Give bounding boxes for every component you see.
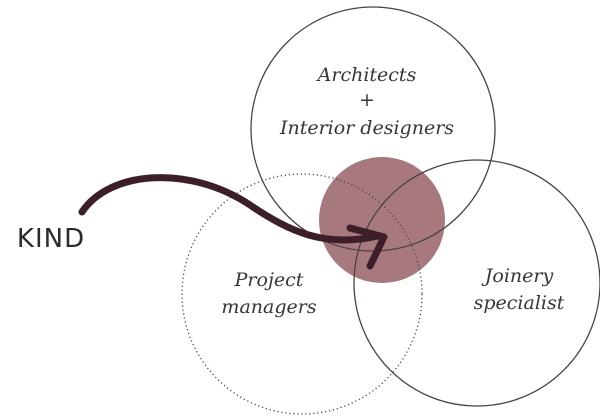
- kind-arrow-path: [78, 174, 382, 244]
- joinery-specialist-label-line2: specialist: [474, 292, 565, 314]
- center-intersection-circle: [319, 157, 445, 283]
- joinery-specialist-circle: [353, 159, 600, 407]
- architects-label-plus: +: [359, 89, 375, 111]
- kind-label: KIND: [17, 224, 85, 254]
- kind-arrow-head: [346, 224, 388, 270]
- project-managers-label-line1: Project: [234, 269, 304, 291]
- architects-label-line3: Interior designers: [279, 117, 454, 139]
- architects-circle: [250, 6, 496, 252]
- architects-label-line1: Architects: [316, 64, 417, 86]
- project-managers-circle: [181, 173, 423, 415]
- joinery-specialist-label-line1: Joinery: [481, 265, 554, 287]
- project-managers-label-line2: managers: [221, 296, 316, 318]
